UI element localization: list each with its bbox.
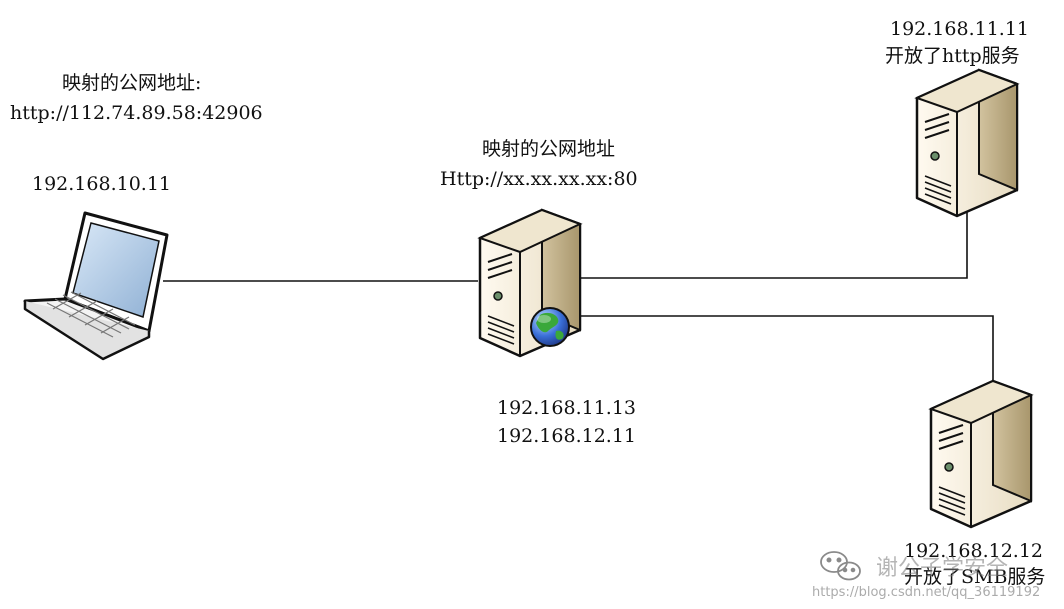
http-server-service: 开放了http服务: [885, 45, 1020, 67]
wechat-icon: [820, 551, 861, 581]
laptop-ip: 192.168.10.11: [32, 173, 172, 195]
laptop-mapped-title: 映射的公网地址:: [62, 72, 202, 94]
http-server-ip: 192.168.11.11: [890, 18, 1030, 40]
smb-server-ip: 192.168.12.12: [904, 540, 1044, 562]
gateway-ip-2: 192.168.12.11: [497, 425, 637, 447]
laptop-icon: [23, 211, 169, 361]
smb-server-service: 开放了SMB服务: [904, 566, 1046, 588]
link-gateway-smb-server: [578, 315, 994, 388]
gateway-mapped-url: Http://xx.xx.xx.xx:80: [440, 168, 638, 190]
watermark-account: 谢公子学安全: [876, 556, 1009, 581]
globe-icon: [530, 307, 570, 347]
server-icon: [929, 379, 1033, 529]
gateway-ip-1: 192.168.11.13: [497, 397, 637, 419]
gateway-mapped-title: 映射的公网地址: [482, 138, 616, 160]
link-gateway-http-server: [580, 205, 968, 279]
connection-lines: [163, 205, 994, 388]
server-icon: [915, 68, 1019, 218]
laptop-mapped-url: http://112.74.89.58:42906: [10, 102, 263, 124]
watermark-url: https://blog.csdn.net/qq_36119192: [812, 585, 1041, 600]
